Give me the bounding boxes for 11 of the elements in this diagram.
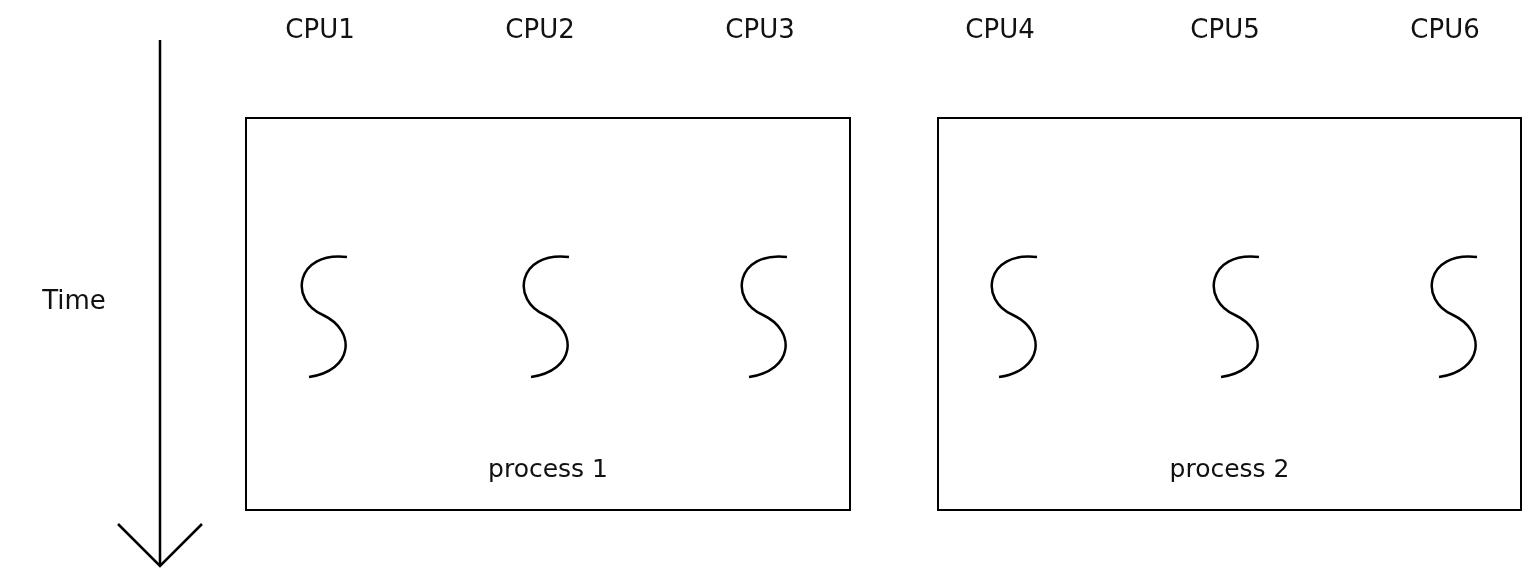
cpu-label: CPU4 [965,14,1035,44]
cpu-label: CPU1 [285,14,355,44]
process-box [937,117,1522,511]
cpu-label: CPU3 [725,14,795,44]
cpu-label: CPU5 [1190,14,1260,44]
process-label: process 2 [1169,454,1290,483]
axis-label: Time [42,285,106,315]
process-box [245,117,851,511]
cpu-label: CPU6 [1410,14,1480,44]
cpu-label: CPU2 [505,14,575,44]
process-label: process 1 [488,454,608,483]
